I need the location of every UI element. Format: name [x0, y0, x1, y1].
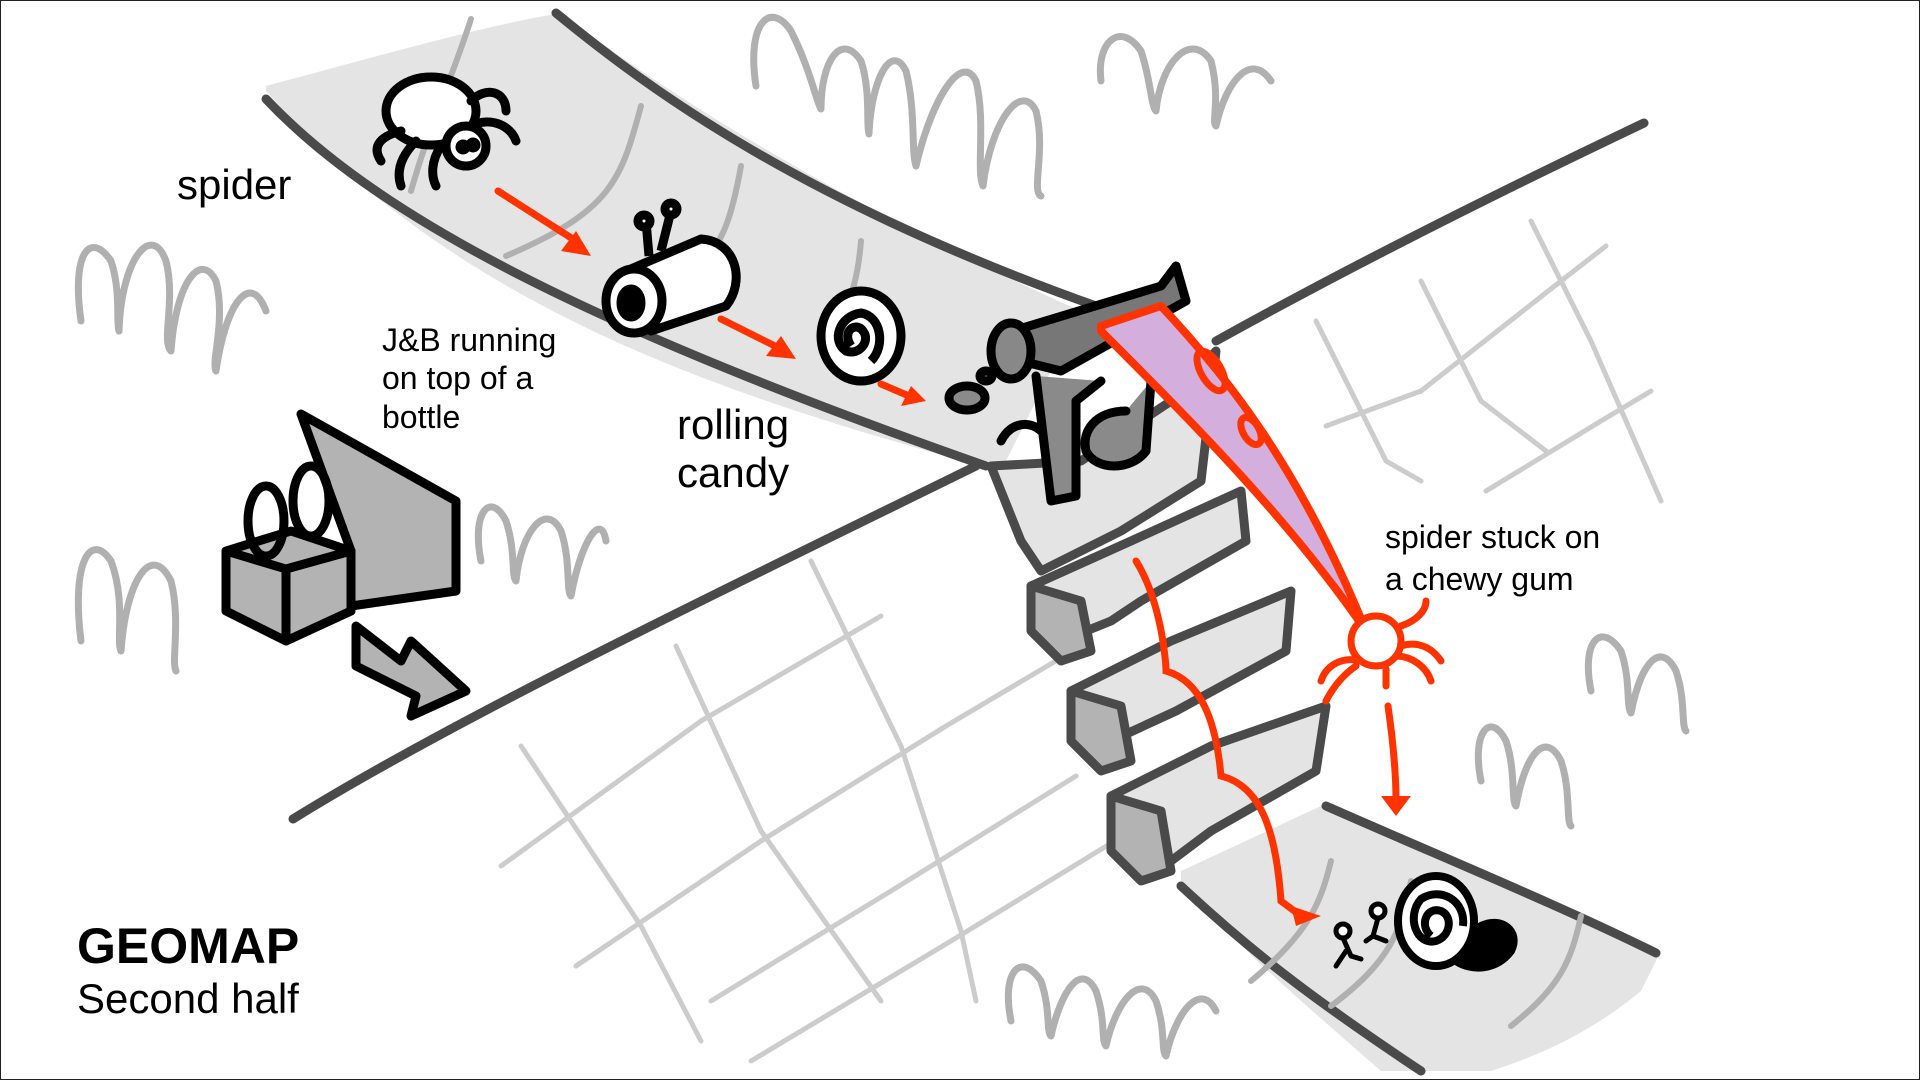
rolling-candy-annotation: rolling candy [677, 401, 789, 498]
corridor-lower-edge [288, 461, 981, 824]
motion-arrow [494, 187, 580, 245]
grass-right [1474, 633, 1690, 830]
motion-arrow [1132, 557, 1305, 920]
annotation-line: J&B running [382, 322, 557, 358]
slingshot-icon [944, 261, 1191, 506]
annotation-line: candy [677, 449, 790, 497]
sheet-subtitle: Second half [77, 975, 299, 1022]
ramp-upper-edge-bottom [261, 94, 991, 471]
motion-arrow [1384, 702, 1400, 805]
grass-scribbles [74, 13, 1690, 1060]
camera-icon [221, 409, 461, 646]
bottle-icon [601, 198, 741, 338]
motion-arrows [494, 187, 1400, 920]
jb-running-annotation: J&B running on top of a bottle [382, 321, 556, 436]
sheet-title: GEOMAP [77, 918, 300, 974]
stuck-spider-icon [1317, 597, 1445, 705]
corridor-edges [288, 118, 1649, 824]
tile-grid-bottom [498, 558, 1134, 1064]
arrow-head [1291, 906, 1321, 926]
ramp-upper-edge-top [551, 8, 1101, 311]
arrow-head [901, 386, 926, 406]
annotation-line: on top of a [382, 360, 534, 397]
grass-left [74, 241, 270, 375]
grass-top [750, 13, 1275, 200]
rolling-candy-icon [1394, 872, 1518, 972]
arrow-head [561, 231, 591, 256]
camera-direction-arrow-icon [351, 621, 471, 721]
sheet-title-block: GEOMAP Second half [77, 919, 299, 1024]
annotation-line: bottle [382, 398, 461, 435]
stair-riser-1 [1026, 581, 1096, 666]
motion-arrow [717, 315, 785, 353]
ramp-lower-line [1508, 913, 1584, 1029]
candy-roll-icon [816, 286, 906, 386]
spider-icon [372, 72, 521, 191]
stair-riser-2 [1066, 686, 1136, 776]
characters-icon [1333, 901, 1389, 969]
stair-riser-3 [1106, 791, 1176, 886]
corridor-upper-edge [1211, 118, 1649, 346]
spider-stuck-annotation: spider stuck on a chewy gum [1385, 517, 1600, 600]
ramp-divider-line [503, 103, 644, 259]
arrow-head [766, 336, 796, 359]
arrow-head [1381, 796, 1411, 816]
annotation-line: spider stuck on [1385, 519, 1601, 555]
grass-bottom [1004, 963, 1220, 1060]
grass-mid-left [74, 503, 610, 675]
ramp-lower-edge-top [1321, 801, 1661, 958]
tile-grid-right [1313, 218, 1664, 504]
annotation-line: rolling [677, 401, 790, 448]
annotation-line: a chewy gum [1385, 560, 1574, 597]
arrow-heads [561, 231, 1411, 926]
ramp-lower-edge-bottom [1176, 881, 1426, 1076]
spider-annotation: spider [177, 161, 292, 208]
floor-tiles [498, 218, 1664, 1064]
